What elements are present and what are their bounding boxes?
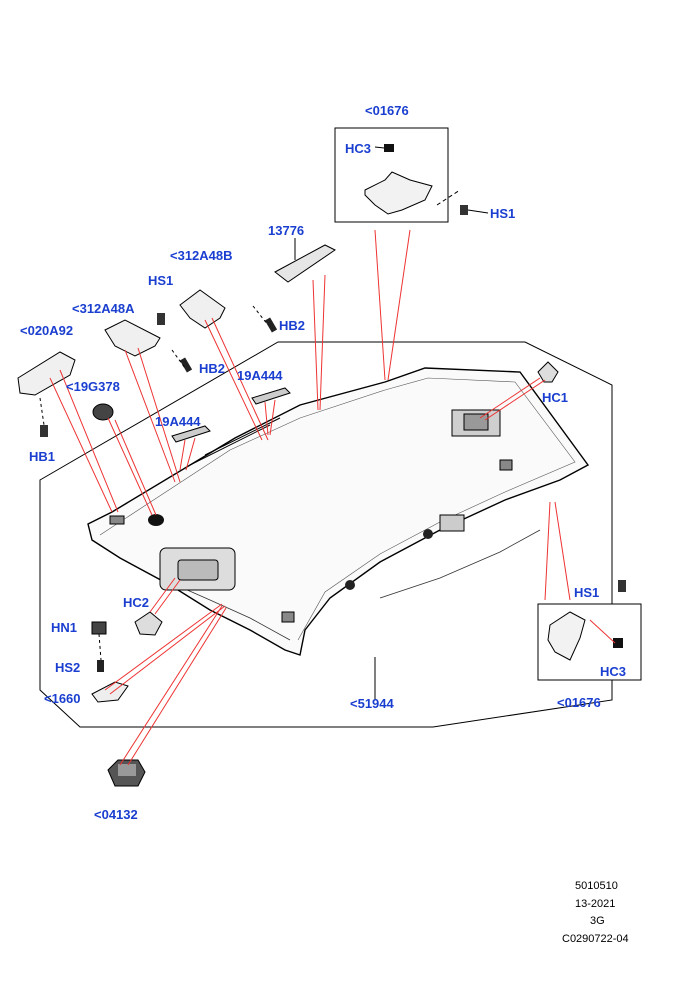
front-console-lamp [177, 559, 219, 581]
headliner-body [87, 367, 590, 656]
grommet-leader-1 [107, 417, 153, 516]
drawing-ref-number: 5010510 [575, 880, 618, 892]
callout-04132: <04132 [94, 807, 138, 822]
drawing-code: 3G [590, 915, 605, 927]
hs1-screw-right [618, 580, 626, 592]
hc2-leader-2 [154, 579, 181, 615]
callout-312a48b: <312A48B [170, 248, 233, 263]
bracket-312a48a-leader-2 [137, 347, 181, 483]
part-1660-leader-2 [109, 605, 226, 695]
callout-020a92: <020A92 [20, 323, 74, 338]
callout-hc2: HC2 [123, 595, 150, 610]
hb2-screw-right [264, 317, 278, 333]
bracket-020a92-leader-1 [49, 377, 113, 513]
top-bracket-leader-2 [387, 229, 411, 381]
rear-handle-slot [499, 459, 513, 471]
center-lamp-mount [439, 514, 465, 532]
rear-handle-slot-2 [281, 611, 295, 623]
clip-19a444-left [171, 425, 211, 443]
callout-19a444-left: 19A444 [155, 414, 201, 429]
callout-01676-bottom: <01676 [557, 695, 601, 710]
grab-handle-leader-1 [312, 279, 319, 411]
foam-patch-1 [423, 529, 433, 539]
hc1-clip [537, 361, 559, 383]
clip-19a444-right [251, 387, 291, 405]
top-bracket-clip [384, 144, 394, 152]
bracket-020a92-dash [39, 397, 45, 426]
bracket-312a48a [104, 319, 161, 357]
top-bracket-screw [460, 205, 468, 215]
hb2-left-dash [171, 349, 186, 369]
callout-hn1: HN1 [51, 620, 78, 635]
headliner-panel-frame [39, 341, 613, 728]
drawing-date: 13-2021 [575, 898, 616, 910]
hc2-clip [134, 611, 163, 636]
lamp-04132-leader-2 [127, 607, 227, 766]
part-1660 [91, 681, 129, 703]
callout-hs2: HS2 [55, 660, 81, 675]
callout-hc1: HC1 [542, 390, 569, 405]
hs2-screw [97, 660, 104, 672]
callout-hc3-right: HC3 [600, 664, 627, 679]
callout-19g378: <19G378 [66, 379, 120, 394]
bottom-bracket-leader-3 [589, 619, 616, 644]
callout-13776: 13776 [268, 223, 305, 238]
grommet-leader-2 [114, 419, 157, 516]
sunvisor-clip-slot [109, 515, 125, 525]
hn1-hs2-dash [98, 633, 102, 661]
sunvisor-grommet [148, 514, 164, 526]
bottom-bracket-leader-2 [554, 501, 571, 601]
hb2-screw-left [179, 357, 193, 373]
grab-handle-leader-2 [319, 274, 326, 411]
clip-19a444-left-leader-2 [185, 437, 196, 471]
clip-19a444-left-leader-1 [179, 439, 186, 471]
foam-patch-2 [345, 580, 355, 590]
bracket-312a48b-leader-1 [204, 319, 263, 441]
callout-19a444-right: 19A444 [237, 368, 283, 383]
part-1660-leader-1 [104, 603, 223, 691]
lamp-04132-lens [118, 764, 136, 776]
clip-19a444-right-leader-2 [269, 399, 276, 436]
clip-19a444-right-leader-1 [264, 401, 269, 436]
drawing-number: C0290722-04 [562, 933, 629, 945]
bracket-020a92-leader-2 [59, 369, 119, 513]
callout-hb2-left: HB2 [199, 361, 226, 376]
bracket-312a48a-leader-1 [124, 349, 176, 483]
hb2-right-dash [252, 305, 269, 326]
callout-hs1-right: HS1 [574, 585, 600, 600]
grommet-19g378 [92, 403, 114, 421]
bottom-bracket-leader-1 [544, 501, 551, 601]
hs1-screw-left [157, 313, 165, 325]
hc1-leader-2 [484, 379, 546, 421]
hc3-clip-right [613, 638, 623, 648]
top-bracket-leader-1 [374, 229, 386, 381]
callout-hs1-left: HS1 [148, 273, 174, 288]
bracket-312a48b [179, 289, 226, 329]
hc1-leader-1 [479, 377, 541, 419]
callout-hs1-top: HS1 [490, 206, 516, 221]
callout-01676-top: <01676 [365, 103, 409, 118]
bottom-bracket [547, 611, 586, 661]
callout-hb2-right: HB2 [279, 318, 306, 333]
hc2-leader-1 [149, 577, 176, 613]
hn1-nut [91, 621, 107, 635]
label-hs1-top-leader [467, 209, 489, 214]
callout-hb1: HB1 [29, 449, 56, 464]
top-bracket-dash [436, 189, 461, 206]
headliner-inner-edge [99, 377, 576, 641]
callout-1660: <1660 [44, 691, 81, 706]
callout-312a48a: <312A48A [72, 301, 135, 316]
bracket-312a48b-leader-2 [211, 317, 269, 441]
lamp-04132-leader-1 [119, 605, 223, 766]
bracket-020a92 [17, 351, 76, 396]
top-bracket [364, 171, 433, 215]
callout-hc3-top: HC3 [345, 141, 372, 156]
label-hc3-top-leader [374, 146, 385, 149]
rear-console-center [463, 413, 489, 431]
callout-51944: <51944 [350, 696, 394, 711]
grab-handle-13776 [274, 244, 336, 283]
hb1-fastener [40, 425, 48, 437]
